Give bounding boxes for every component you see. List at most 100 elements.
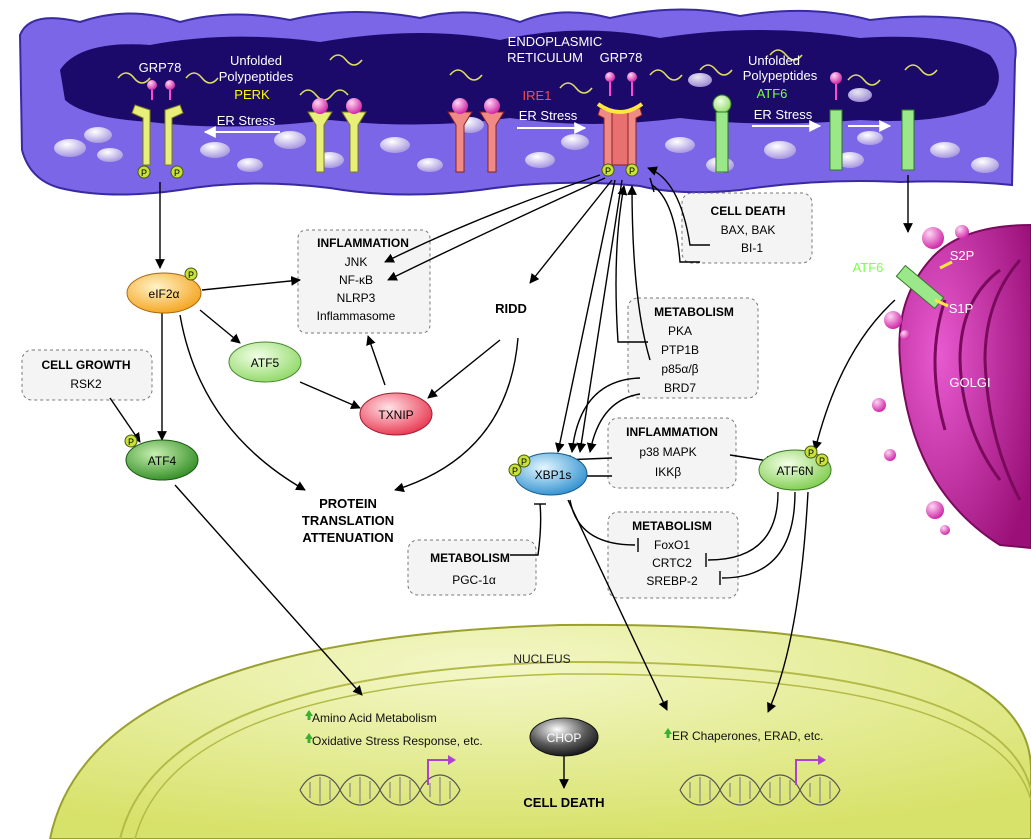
node-xbp1s-label: XBP1s <box>535 468 572 482</box>
box-metabolism-right-item: FoxO1 <box>654 538 690 552</box>
atf6-receptor-inactive <box>712 94 732 173</box>
ire1-receptor-inactive <box>447 98 505 173</box>
ire1-label: IRE1 <box>523 88 552 103</box>
er-stress-left: ER Stress <box>217 113 276 128</box>
phospho-atf4: P <box>128 437 134 447</box>
box-metabolism-pgc-title: METABOLISM <box>430 551 510 565</box>
er-stress-mid: ER Stress <box>519 108 578 123</box>
up-arrow-icon <box>305 733 313 743</box>
protein-translation-line2: TRANSLATION <box>302 513 394 528</box>
unfolded-left-line1: Unfolded <box>230 53 282 68</box>
unfolded-polypeptides <box>117 49 938 101</box>
er-stress-right: ER Stress <box>754 107 813 122</box>
er-title-line1: ENDOPLASMIC <box>508 34 603 49</box>
grp78-mid-label: GRP78 <box>600 50 643 65</box>
box-cell-death-top-item: BAX, BAK <box>721 223 776 237</box>
box-metabolism-mid-item: p85α/β <box>661 362 698 376</box>
box-cell-death-top: CELL DEATH BAX, BAK BI-1 <box>681 192 813 264</box>
node-atf4: P ATF4 <box>124 434 199 481</box>
box-cell-growth-item: RSK2 <box>70 377 102 391</box>
node-ridd-label: RIDD <box>495 301 527 316</box>
perk-receptor-active: P P <box>131 80 184 179</box>
dna-helix-left <box>299 755 461 806</box>
golgi-labels: ATF6 S2P S1P GOLGI <box>853 248 991 390</box>
perk-label: PERK <box>234 87 270 102</box>
unfolded-right-line2: Polypeptides <box>743 68 818 83</box>
dna-helix-right <box>679 755 841 806</box>
node-atf5-label: ATF5 <box>251 356 280 370</box>
box-inflammation-mid-item: IKKβ <box>655 465 681 479</box>
node-eif2a: P eIF2α <box>126 267 202 314</box>
box-metabolism-mid-item: PTP1B <box>661 343 699 357</box>
box-inflammation-top-item: Inflammasome <box>317 309 396 323</box>
phospho-perk-right: P <box>174 168 180 178</box>
phospho-perk-left: P <box>141 168 147 178</box>
phospho-atf6n-right: P <box>819 456 825 466</box>
golgi-atf6-label: ATF6 <box>853 260 884 275</box>
box-metabolism-mid: METABOLISM PKA PTP1B p85α/β BRD7 <box>627 297 759 399</box>
s2p-label: S2P <box>950 248 975 263</box>
up-arrow-icons <box>305 710 672 743</box>
node-chop: CHOP <box>529 717 599 757</box>
box-inflammation-mid-item: p38 MAPK <box>639 445 696 459</box>
box-cell-death-top-title: CELL DEATH <box>711 204 786 218</box>
phospho-xbp1s-left: P <box>512 466 518 476</box>
unfolded-right-line1: Unfolded <box>748 53 800 68</box>
box-inflammation-top: INFLAMMATION JNK NF-κB NLRP3 Inflammasom… <box>297 229 431 334</box>
box-inflammation-top-item: JNK <box>345 255 368 269</box>
box-inflammation-top-item: NF-κB <box>339 273 373 287</box>
golgi <box>872 223 1031 550</box>
node-xbp1s: P P XBP1s <box>508 452 588 496</box>
nucleus-item-amino: Amino Acid Metabolism <box>312 711 437 725</box>
box-metabolism-mid-title: METABOLISM <box>654 305 734 319</box>
golgi-label: GOLGI <box>949 375 990 390</box>
up-arrow-icon <box>305 710 313 720</box>
box-metabolism-right-title: METABOLISM <box>632 519 712 533</box>
box-metabolism-mid-item: PKA <box>668 324 692 338</box>
node-txnip: TXNIP <box>359 392 433 436</box>
phospho-atf6n-left: P <box>808 448 814 458</box>
box-inflammation-top-item: NLRP3 <box>337 291 376 305</box>
box-metabolism-pgc: METABOLISM PGC-1α <box>407 539 537 596</box>
ire1-receptor-active: P P <box>596 72 644 177</box>
nucleus-labels: NUCLEUS Amino Acid Metabolism Oxidative … <box>312 652 823 810</box>
up-arrow-icon <box>664 728 672 738</box>
box-cell-growth-title: CELL GROWTH <box>41 358 130 372</box>
box-metabolism-right-item: CRTC2 <box>652 556 692 570</box>
node-eif2a-label: eIF2α <box>149 287 180 301</box>
cell-death-bottom: CELL DEATH <box>523 795 604 810</box>
er-membrane <box>18 8 1017 196</box>
box-cell-death-top-item: BI-1 <box>741 241 763 255</box>
protein-translation-line3: ATTENUATION <box>302 530 393 545</box>
atf6-receptor-released <box>829 72 915 171</box>
protein-translation-line1: PROTEIN <box>319 496 377 511</box>
node-ridd: RIDD <box>495 301 527 316</box>
box-inflammation-mid-title: INFLAMMATION <box>626 425 718 439</box>
box-inflammation-mid: INFLAMMATION p38 MAPK IKKβ <box>607 417 737 489</box>
node-chop-label: CHOP <box>547 731 582 745</box>
protein-translation-attenuation: PROTEIN TRANSLATION ATTENUATION <box>302 496 394 545</box>
node-txnip-label: TXNIP <box>378 408 413 422</box>
node-atf6n-label: ATF6N <box>776 464 813 478</box>
nucleus-label: NUCLEUS <box>513 652 570 666</box>
box-metabolism-right: METABOLISM FoxO1 CRTC2 SREBP-2 <box>607 511 739 599</box>
node-atf6n: P P ATF6N <box>758 445 832 491</box>
er-labels: ENDOPLASMIC RETICULUM GRP78 GRP78 Unfold… <box>139 34 818 128</box>
box-inflammation-top-title: INFLAMMATION <box>317 236 409 250</box>
box-metabolism-right-item: SREBP-2 <box>646 574 698 588</box>
nucleus-item-oxidative: Oxidative Stress Response, etc. <box>312 734 483 748</box>
node-atf4-label: ATF4 <box>148 454 177 468</box>
box-cell-growth: CELL GROWTH RSK2 <box>21 349 153 401</box>
phospho-xbp1s-right: P <box>521 457 527 467</box>
pathway-arrows <box>109 166 913 789</box>
perk-receptor-inactive <box>307 98 367 173</box>
er-title-line2: RETICULUM <box>507 50 583 65</box>
phospho-eif2a: P <box>188 270 194 280</box>
er-stress-arrows <box>203 120 892 138</box>
nucleus-item-chaperones: ER Chaperones, ERAD, etc. <box>672 729 823 743</box>
box-metabolism-mid-item: BRD7 <box>664 381 696 395</box>
phospho-ire1-left: P <box>605 166 611 176</box>
atf6-er-label: ATF6 <box>757 86 788 101</box>
unfolded-left-line2: Polypeptides <box>219 69 294 84</box>
